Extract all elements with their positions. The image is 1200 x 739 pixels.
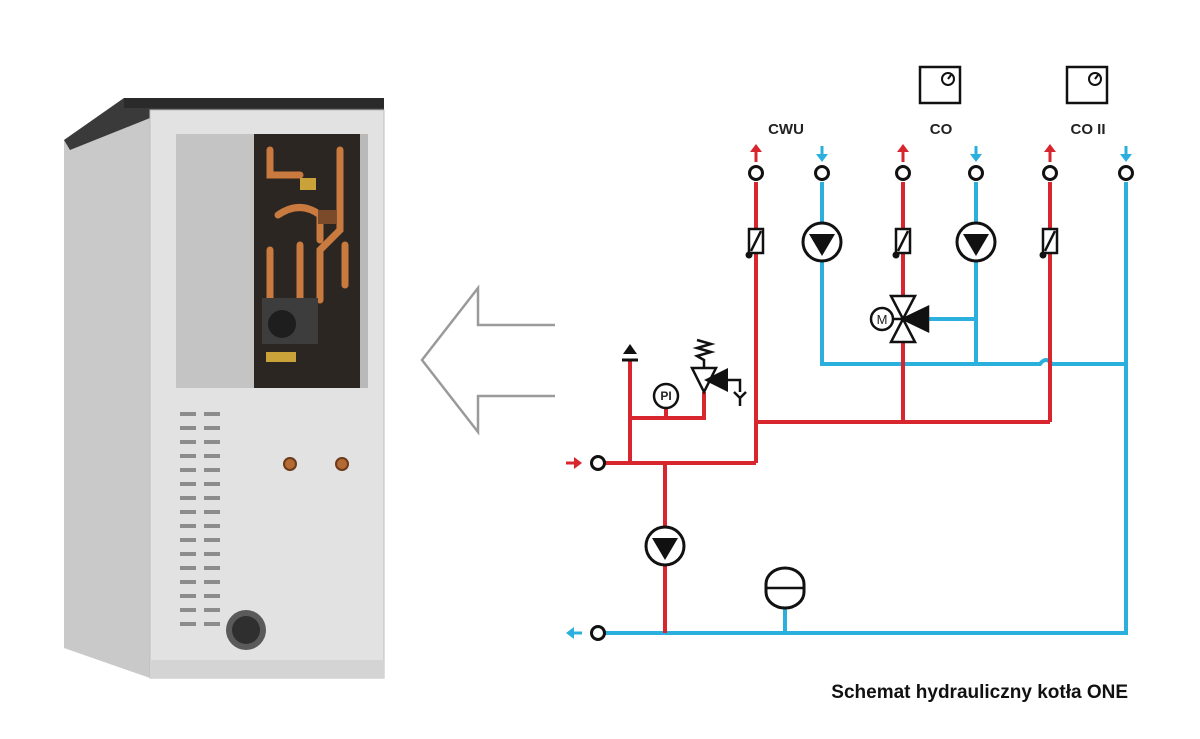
direction-arrow-icon (420, 284, 555, 436)
mixing-valve-motor (869, 306, 895, 332)
pipe-terminals (590, 165, 1134, 641)
figure-caption: Schemat hydrauliczny kotła ONE (831, 682, 1128, 703)
terminal-boiler-inlet (590, 455, 606, 471)
terminal-cwu-supply (748, 165, 764, 181)
boiler-vent-grille (180, 412, 220, 626)
check-valve-icon (745, 227, 765, 259)
return-arrow-down-icon (1120, 154, 1132, 162)
check-valve-icon (892, 227, 912, 259)
room-thermostat-icon (1065, 65, 1109, 105)
pump-icon (955, 221, 997, 263)
terminal-co-supply (895, 165, 911, 181)
terminal-boiler-outlet (590, 625, 606, 641)
flow-direction-arrows (566, 144, 1132, 639)
room-thermostat-icon (918, 65, 962, 105)
inlet-arrow-right-icon (574, 457, 582, 469)
label-co: CO (930, 121, 953, 138)
pressure-gauge-icon: PI (652, 382, 680, 418)
label-cwu: CWU (768, 121, 804, 138)
check-valve-icon (1039, 227, 1059, 259)
terminal-co-return (968, 165, 984, 181)
label-co2: CO II (1070, 121, 1105, 138)
gauge-label: PI (660, 389, 671, 403)
motor-label: M (877, 312, 888, 327)
supply-arrow-up-icon (897, 144, 909, 152)
terminal-co2-return (1118, 165, 1134, 181)
boiler-connection-stub (335, 457, 349, 471)
boiler-connection-stub (283, 457, 297, 471)
pump-icon (644, 525, 686, 567)
three-way-mixing-valve-icon: M (869, 294, 930, 344)
boiler-illustration (64, 98, 385, 679)
return-arrow-down-icon (970, 154, 982, 162)
return-arrow-down-icon (816, 154, 828, 162)
outlet-arrow-left-icon (566, 627, 574, 639)
terminal-cwu-return (814, 165, 830, 181)
supply-arrow-up-icon (1044, 144, 1056, 152)
expansion-vessel-icon (764, 566, 806, 610)
terminal-co2-supply (1042, 165, 1058, 181)
air-vent-icon (622, 344, 638, 362)
supply-arrow-up-icon (750, 144, 762, 152)
boiler-side-panel (64, 98, 150, 678)
hydraulic-scheme: CWU CO CO II (566, 65, 1134, 641)
safety-valve-icon (689, 338, 747, 406)
pump-icon (801, 221, 843, 263)
